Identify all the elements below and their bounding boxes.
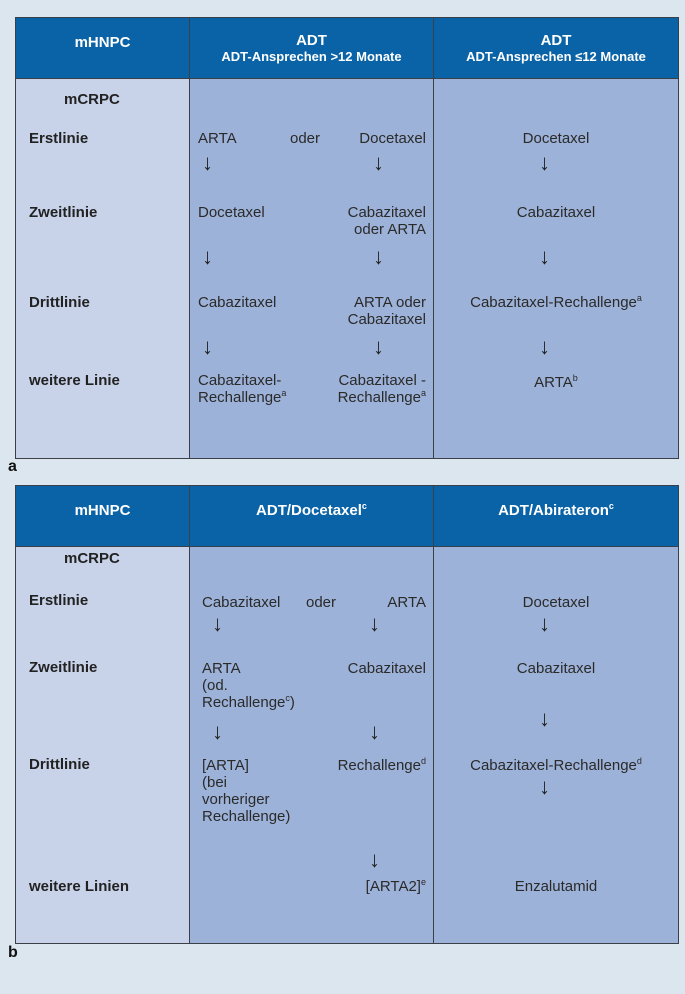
therapy-arta-bracket: [ARTA] [202,757,249,774]
header-mhnpc: mHNPC [74,501,131,519]
panel-a-header: mHNPC ADT ADT-Ansprechen >12 Monate ADT … [16,18,678,79]
therapy-note: (od. [202,677,228,694]
therapy-cabazitaxel-rechallenge: Cabazitaxel - [338,372,426,389]
down-arrow-icon: ↓ [539,150,550,175]
down-arrow-icon: ↓ [202,244,213,269]
therapy-cabazitaxel-rechallenge: Cabazitaxel- [198,372,282,389]
row-label-zweitlinie: Zweitlinie [29,659,98,676]
therapy-arta: ARTA [387,594,426,611]
mcrpc-label: mCRPC [64,550,120,567]
therapy-arta2: [ARTA2]e [365,877,426,896]
therapy-rechallenge: Rechallengea [198,388,287,407]
therapy-oder-arta: oder ARTA [354,221,426,238]
header-mhnpc: mHNPC [74,33,131,51]
therapy-cabazitaxel-rechallenge: Cabazitaxel-Rechallengea [470,293,642,312]
header-adt-docetaxel: ADT/Docetaxelc [256,500,367,519]
therapy-rechallenge: Rechallenged [337,756,426,775]
therapy-note: vorheriger [202,791,270,808]
down-arrow-icon: ↓ [202,150,213,175]
therapy-cabazitaxel-rechallenge: Cabazitaxel-Rechallenged [470,756,642,775]
therapy-cabazitaxel: Cabazitaxel [202,594,281,611]
divider [433,486,434,943]
row-label-erstlinie: Erstlinie [29,130,89,147]
panel-b: mHNPC ADT/Docetaxelc ADT/Abirateronc mCR… [15,485,679,944]
panel-label-b: b [8,944,18,961]
panel-b-header: mHNPC ADT/Docetaxelc ADT/Abirateronc [16,486,678,547]
row-label-column [16,547,189,943]
down-arrow-icon: ↓ [373,150,384,175]
down-arrow-icon: ↓ [539,774,550,799]
therapy-arta-oder: ARTA oder [354,294,426,311]
oder-label: oder [290,130,321,147]
therapy-cabazitaxel: Cabazitaxel [516,660,596,677]
therapy-rechallenge: Rechallengec) [202,693,295,712]
down-arrow-icon: ↓ [369,719,380,744]
mcrpc-label: mCRPC [64,91,120,108]
down-arrow-icon: ↓ [539,244,550,269]
therapy-arta: ARTAb [534,373,578,392]
row-label-erstlinie: Erstlinie [29,592,89,609]
therapy-cabazitaxel: Cabazitaxel [347,660,426,677]
row-label-drittlinie: Drittlinie [29,294,90,311]
down-arrow-icon: ↓ [373,334,384,359]
row-label-column [16,79,189,458]
down-arrow-icon: ↓ [369,611,380,636]
panel-label-a: a [8,458,17,475]
therapy-enzalutamid: Enzalutamid [514,878,598,895]
therapy-arta: ARTA [198,130,237,147]
row-label-weitere-linie: weitere Linie [29,372,120,389]
therapy-cabazitaxel: Cabazitaxel [347,204,426,221]
therapy-cabazitaxel: Cabazitaxel [347,311,426,328]
oder-label: oder [306,594,337,611]
down-arrow-icon: ↓ [369,847,380,872]
row-label-weitere-linien: weitere Linien [29,878,130,895]
therapy-cabazitaxel: Cabazitaxel [198,294,277,311]
header-adt-le12: ADT ADT-Ansprechen ≤12 Monate [466,31,646,64]
therapy-rechallenge: Rechallengea [337,388,426,407]
therapy-docetaxel: Docetaxel [522,594,590,611]
therapy-note: (bei [202,774,228,791]
header-adt-gt12: ADT ADT-Ansprechen >12 Monate [221,31,402,64]
down-arrow-icon: ↓ [539,334,550,359]
therapy-docetaxel: Docetaxel [359,130,426,147]
divider [189,18,190,458]
down-arrow-icon: ↓ [373,244,384,269]
down-arrow-icon: ↓ [212,611,223,636]
therapy-cabazitaxel: Cabazitaxel [516,204,596,221]
panel-a: mHNPC ADT ADT-Ansprechen >12 Monate ADT … [15,17,679,459]
divider [189,486,190,943]
down-arrow-icon: ↓ [539,706,550,731]
therapy-arta: ARTA [202,660,241,677]
row-label-zweitlinie: Zweitlinie [29,204,98,221]
header-adt-abirateron: ADT/Abirateronc [498,500,614,519]
down-arrow-icon: ↓ [212,719,223,744]
row-label-drittlinie: Drittlinie [29,756,90,773]
down-arrow-icon: ↓ [539,611,550,636]
therapy-note: Rechallenge) [202,808,291,825]
divider [433,18,434,458]
therapy-docetaxel: Docetaxel [198,204,265,221]
therapy-docetaxel: Docetaxel [522,130,590,147]
down-arrow-icon: ↓ [202,334,213,359]
